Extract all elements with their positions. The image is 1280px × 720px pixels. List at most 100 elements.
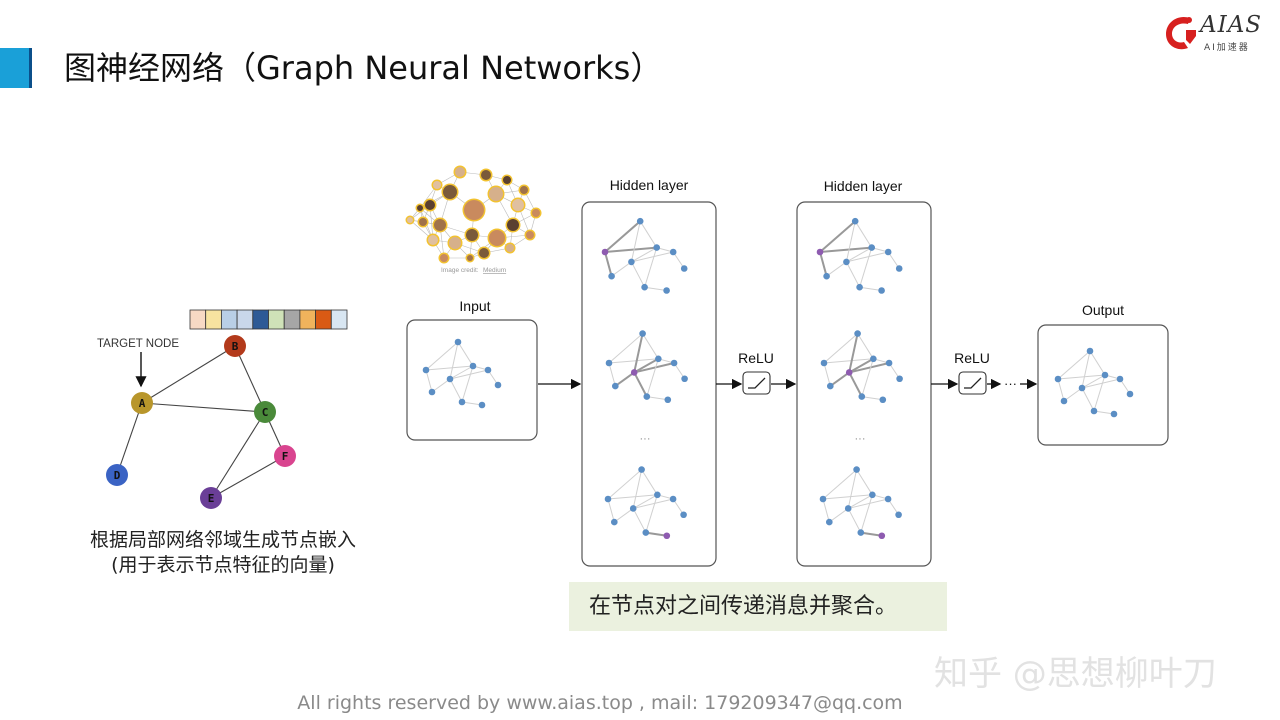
graph-edge [210, 455, 286, 499]
mini-node [469, 362, 477, 370]
mini-edge [672, 251, 685, 269]
mini-node [1086, 347, 1094, 355]
mini-edge [449, 369, 489, 380]
person-avatar [455, 167, 465, 177]
embedding-cell [189, 309, 207, 330]
person-avatar [507, 219, 519, 231]
left-caption-line2: (用于表示节点特征的向量) [111, 554, 335, 576]
relu-1-icon [748, 377, 766, 389]
mini-node [1116, 375, 1124, 383]
person-avatar [512, 199, 524, 211]
highlight-node [878, 532, 886, 540]
mini-node [1126, 390, 1134, 398]
mini-edge [846, 247, 872, 263]
person-avatar [428, 235, 438, 245]
hidden-1-ellipsis: ··· [640, 433, 651, 445]
mini-edge [861, 358, 874, 397]
person-avatar [467, 255, 473, 261]
mini-edge [614, 508, 634, 523]
mini-node [1060, 397, 1068, 405]
mini-node [884, 248, 892, 256]
left-graph-edges [116, 345, 286, 499]
embedding-cell [252, 309, 269, 330]
hidden-2-ellipsis: ··· [855, 433, 866, 445]
mini-edge [1089, 350, 1106, 376]
mini-edge [607, 494, 658, 500]
mini-edge [604, 220, 641, 253]
logo-text: AIAS [1200, 12, 1263, 38]
node-f [274, 445, 296, 467]
embedding-cell [315, 309, 332, 330]
node-label-b: B [232, 340, 239, 353]
mini-edge [633, 371, 648, 398]
mini-node [868, 244, 875, 251]
node-c [254, 401, 276, 423]
highlight-node [601, 248, 609, 256]
page-title: 图神经网络（Graph Neural Networks） [64, 49, 663, 87]
node-d [106, 464, 128, 486]
mini-edge [608, 362, 616, 387]
graph-edge [234, 345, 266, 413]
mini-node [478, 401, 486, 409]
person-avatar [449, 237, 461, 249]
input-box [406, 319, 538, 441]
mini-edge [631, 247, 657, 263]
relu-2-box [958, 371, 987, 395]
output-label: Output [1082, 302, 1124, 318]
mini-node [654, 491, 661, 499]
embedding-vector [189, 309, 348, 330]
relu-2-icon [964, 377, 982, 389]
mini-node [611, 518, 618, 526]
watermark: 知乎 @思想柳叶刀 [934, 654, 1217, 694]
person-avatar [489, 187, 503, 201]
mini-node [1090, 407, 1098, 415]
person-avatar [479, 248, 489, 258]
mini-node [605, 359, 613, 367]
mini-edge [819, 220, 856, 253]
embedding-cell [220, 309, 238, 330]
highlight-node [845, 369, 853, 376]
mini-edge [861, 396, 883, 401]
mini-node [856, 283, 863, 291]
mini-edge [630, 261, 646, 288]
person-avatar [526, 231, 534, 239]
person-avatar [520, 186, 528, 194]
highlight-node [663, 532, 671, 540]
mini-edge [614, 371, 635, 387]
mini-node [642, 529, 650, 536]
embedding-cell [236, 309, 254, 330]
mini-edge [847, 494, 873, 509]
mini-edge [1057, 378, 1065, 402]
mini-edge [641, 469, 658, 496]
mini-node [843, 258, 850, 266]
mini-node [1078, 384, 1086, 392]
mini-edge [1081, 387, 1095, 412]
image-credit-link[interactable]: Medium [483, 267, 506, 274]
mini-node [494, 381, 502, 389]
mini-edge [848, 371, 863, 398]
mini-edge [887, 251, 900, 269]
mini-edge [1093, 410, 1115, 415]
person-avatar [503, 176, 511, 184]
mini-edge [847, 469, 858, 509]
mini-edge [826, 261, 847, 277]
node-e [200, 487, 222, 509]
mini-node [484, 366, 492, 374]
mini-edge [1093, 374, 1106, 412]
mini-node [885, 359, 893, 367]
mini-edge [611, 261, 632, 277]
mini-edge [857, 333, 874, 360]
mini-edge [604, 251, 613, 277]
mini-node [680, 511, 687, 519]
mini-node [638, 466, 645, 473]
mini-node [857, 529, 865, 536]
mini-edge [644, 247, 658, 288]
mini-edge [633, 498, 674, 509]
mini-edge [425, 341, 459, 371]
node-label-f: F [282, 450, 289, 463]
mini-edge [829, 371, 850, 387]
left-caption-line1: 根据局部网络邻域生成节点嵌入 [89, 529, 356, 551]
mini-edge [449, 365, 474, 380]
mini-node [844, 505, 852, 512]
